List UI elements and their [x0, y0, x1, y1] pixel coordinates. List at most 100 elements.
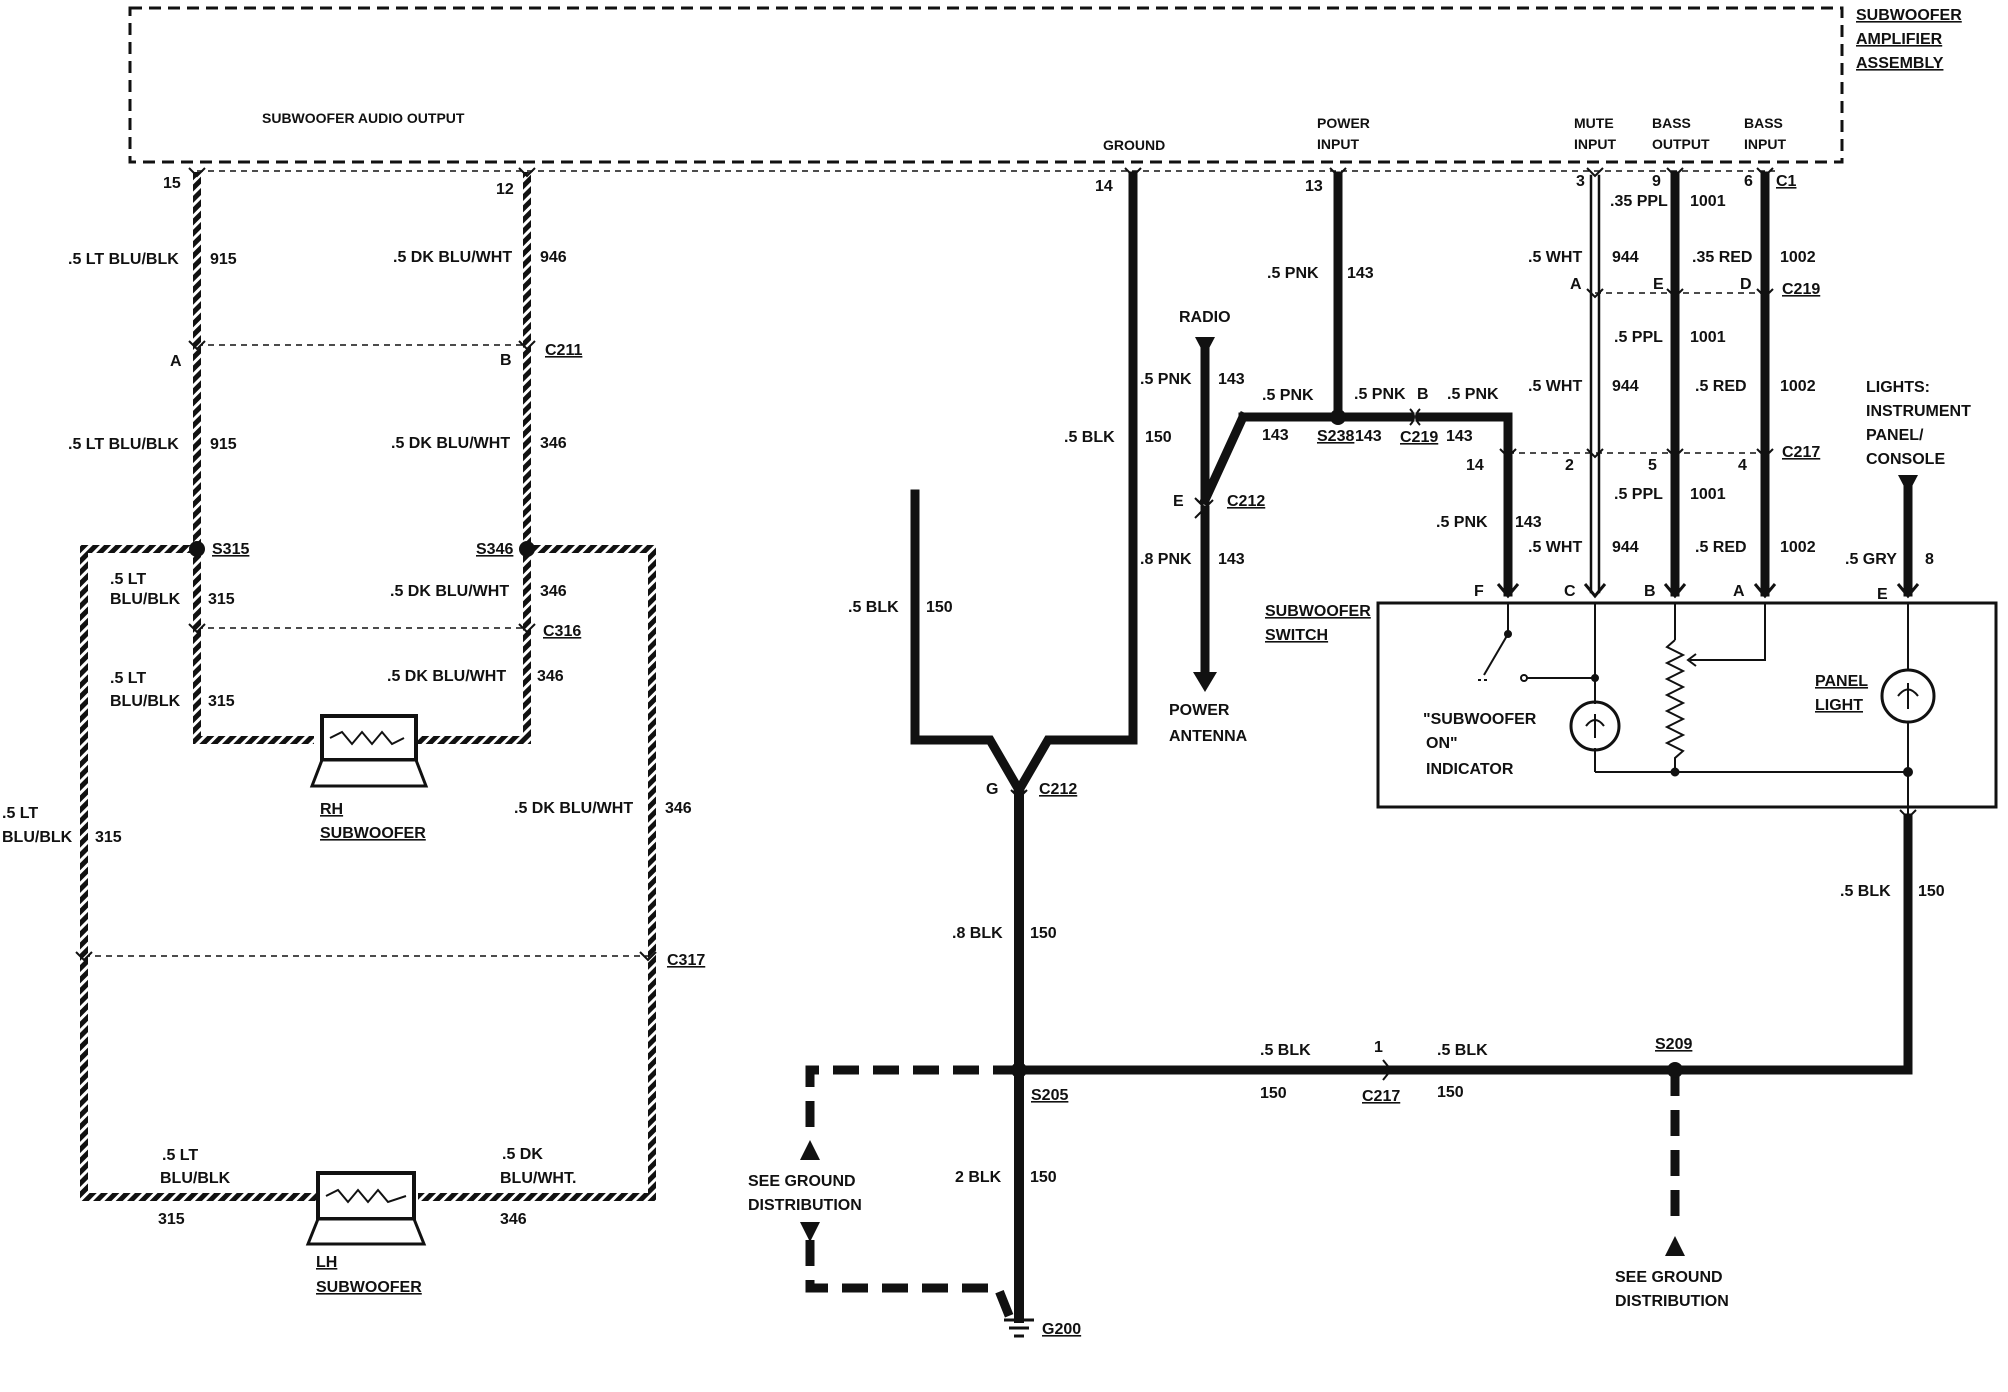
c217-ground-label: C217 [1362, 1088, 1400, 1105]
s346-label: S346 [476, 541, 513, 558]
circuit-8: 8 [1925, 551, 1934, 568]
pin-4-c217: 4 [1738, 457, 1747, 474]
ground-dashed [805, 1065, 1680, 1320]
power-input-label-1: POWER [1317, 115, 1370, 131]
lh-subwoofer [305, 1171, 427, 1246]
circuit-944-c: 944 [1612, 539, 1639, 556]
pin-a-c219: A [1570, 276, 1582, 293]
lights-label-1: LIGHTS: [1866, 379, 1930, 396]
wire-944-label-c: .5 WHT [1528, 539, 1582, 556]
indicator-label-3: INDICATOR [1426, 761, 1514, 778]
circuit-946: 946 [540, 249, 567, 266]
lh-subwoofer-label-1: LH [316, 1254, 337, 1271]
wire-1002-label-b: .5 RED [1695, 378, 1747, 395]
power-wires [1199, 171, 1513, 677]
wire-1002-label-c: .5 RED [1695, 539, 1747, 556]
circuit-150-g: 150 [1918, 883, 1945, 900]
circuit-143-f: 143 [1218, 551, 1245, 568]
circuit-143-c: 143 [1262, 427, 1289, 444]
indicator-label-2: ON" [1426, 735, 1458, 752]
s209-label: S209 [1655, 1036, 1692, 1053]
splice-s315 [189, 541, 205, 557]
pin-1: 1 [1374, 1039, 1383, 1056]
circuit-150-f: 150 [1437, 1084, 1464, 1101]
amplifier-title-1: SUBWOOFER [1856, 7, 1962, 24]
c217-switch-label: C217 [1782, 444, 1820, 461]
circuit-915-a: 915 [210, 251, 237, 268]
radio-label: RADIO [1179, 309, 1231, 326]
wire-315-d-2: BLU/BLK [160, 1170, 231, 1187]
circuit-944-b: 944 [1612, 378, 1639, 395]
subwoofer-switch-label-2: SWITCH [1265, 627, 1328, 644]
wire-35red-label: .35 RED [1692, 249, 1752, 266]
wire-1001-label-b: .5 PPL [1614, 329, 1663, 346]
c316-label: C316 [543, 623, 581, 640]
pin-d-c219: D [1740, 276, 1752, 293]
circuit-346-e: 346 [500, 1211, 527, 1228]
circuit-315-b: 315 [208, 693, 235, 710]
wire-143-label-a: .5 PNK [1267, 265, 1319, 282]
indicator-label-1: "SUBWOOFER [1423, 711, 1537, 728]
amplifier-box [128, 6, 1844, 164]
wire-143-label-g: .5 PNK [1436, 514, 1488, 531]
circuit-1001-a: 1001 [1690, 193, 1726, 210]
splice-s209 [1667, 1062, 1683, 1078]
wire-35ppl-label: .35 PPL [1610, 193, 1668, 210]
pin-14-power: 14 [1466, 457, 1484, 474]
wire-150-label-e: .5 BLK [1260, 1042, 1311, 1059]
circuit-315-a: 315 [208, 591, 235, 608]
wire-1001-label-c: .5 PPL [1614, 486, 1663, 503]
pin-9: 9 [1652, 173, 1661, 190]
wire-946-label: .5 DK BLU/WHT [393, 249, 512, 266]
switch-pin-a: A [1733, 583, 1745, 600]
connector-lines [84, 170, 1775, 957]
switch-pin-b: B [1644, 583, 1656, 600]
switch-pin-f: F [1474, 583, 1484, 600]
pin-e-power: E [1173, 493, 1184, 510]
panel-light-bulb [1880, 668, 1936, 724]
lights-label-4: CONSOLE [1866, 451, 1945, 468]
power-antenna-arrow [1193, 672, 1217, 692]
pin-14: 14 [1095, 178, 1113, 195]
wire-8-label: .5 GRY [1845, 551, 1897, 568]
pin-6: 6 [1744, 173, 1753, 190]
pin-e-c219: E [1653, 276, 1664, 293]
ground-symbol-g200 [1004, 1318, 1034, 1338]
circuit-143-e: 143 [1446, 428, 1473, 445]
wire-346-label-a: .5 DK BLU/WHT [391, 435, 510, 452]
wire-346-label-b: .5 DK BLU/WHT [390, 583, 509, 600]
circuit-346-d: 346 [665, 800, 692, 817]
wire-150-label-b: .5 BLK [1064, 429, 1115, 446]
c217-ground-connector [1382, 1059, 1393, 1081]
see-ground-b-1: SEE GROUND [1615, 1269, 1723, 1286]
s205-label: S205 [1031, 1087, 1068, 1104]
left-wires [80, 172, 656, 1201]
pin-b-left: B [500, 352, 512, 369]
s238-label: S238 [1317, 428, 1354, 445]
switch-wires [1589, 171, 1913, 597]
circuit-315-d: 315 [158, 1211, 185, 1228]
wire-346-label-c: .5 DK BLU/WHT [387, 668, 506, 685]
mute-input-label-1: MUTE [1574, 115, 1614, 131]
pin-2-c217: 2 [1565, 457, 1574, 474]
c317-label: C317 [667, 952, 705, 969]
wire-315-c-1: .5 LT [2, 805, 38, 822]
splice-s238 [1330, 409, 1346, 425]
g200-label: G200 [1042, 1321, 1081, 1338]
c219-power-label: C219 [1400, 429, 1438, 446]
circuit-346-a: 346 [540, 435, 567, 452]
ground-dist-arrow-a [800, 1140, 820, 1160]
c219-power-connector [1409, 408, 1421, 426]
c212-power-label: C212 [1227, 493, 1265, 510]
pin-5-c217: 5 [1648, 457, 1657, 474]
circuit-1001-c: 1001 [1690, 486, 1726, 503]
circuit-1002-a: 1002 [1780, 249, 1816, 266]
circuit-143-a: 143 [1347, 265, 1374, 282]
pin-13: 13 [1305, 178, 1323, 195]
wire-150-label-c: .8 BLK [952, 925, 1003, 942]
wire-346-e-1: .5 DK [502, 1146, 543, 1163]
wire-150-label-g: .5 BLK [1840, 883, 1891, 900]
circuit-346-b: 346 [540, 583, 567, 600]
circuit-143-s: 143 [1355, 428, 1382, 445]
pin-g: G [986, 781, 998, 798]
